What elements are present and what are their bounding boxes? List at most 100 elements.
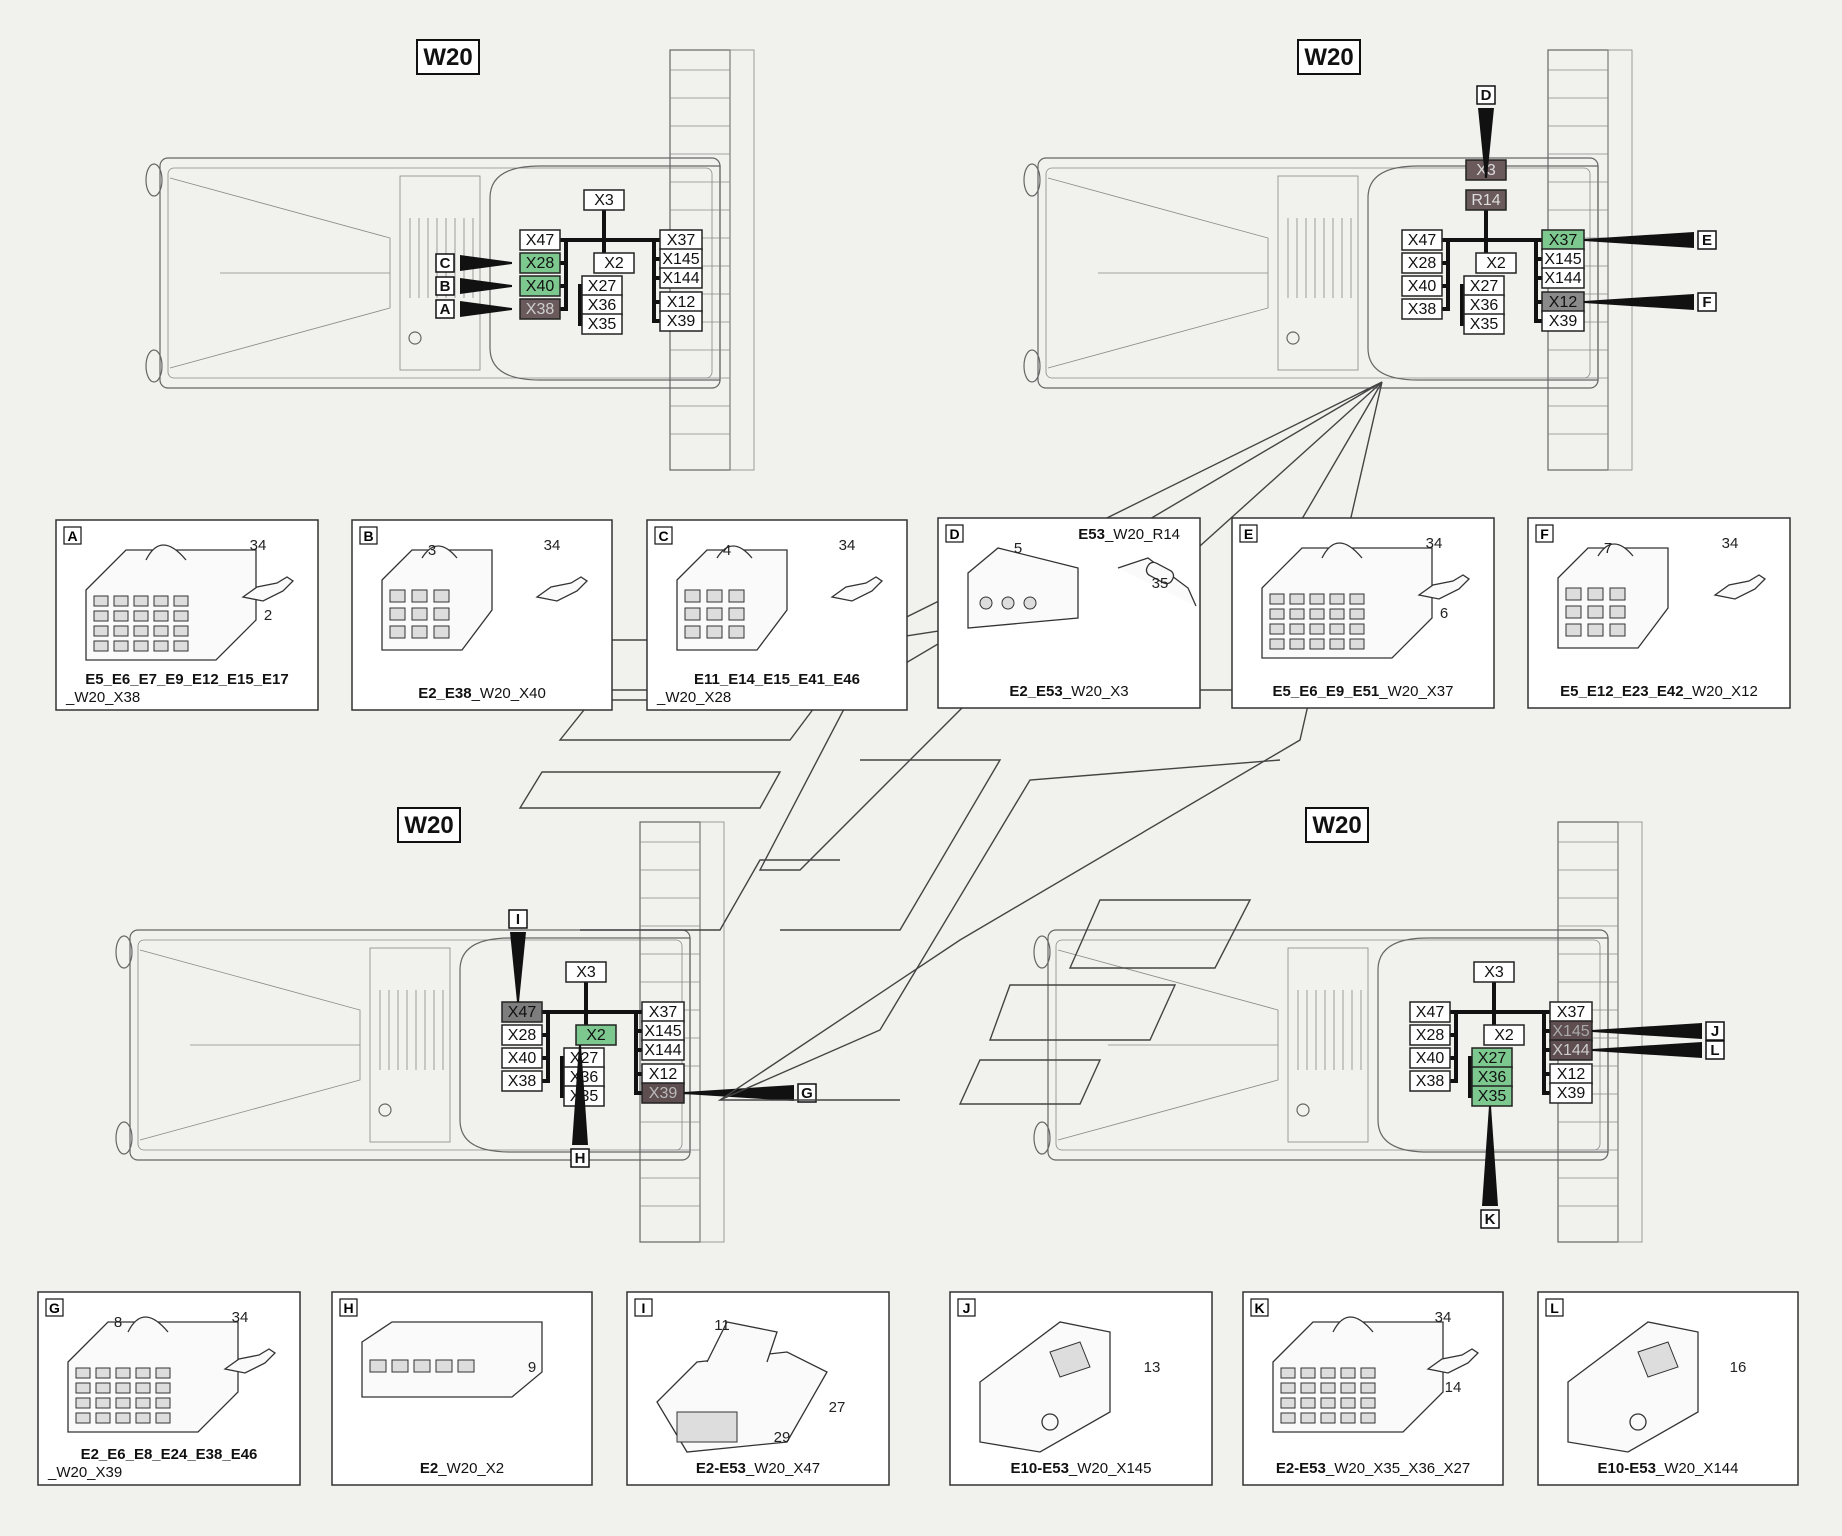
- connector-x12-label: X12: [1557, 1066, 1586, 1083]
- connector-x28: X28: [1401, 252, 1443, 274]
- callout-letter-box: [435, 299, 455, 319]
- view-title-box: [1305, 807, 1369, 843]
- pin-cavity: [1289, 608, 1305, 620]
- callout-letter: G: [801, 1085, 813, 1102]
- panel-caption: E2_E38_W20_X40: [418, 685, 546, 702]
- callout-letter: F: [1702, 294, 1711, 311]
- connector-x12: X12: [1549, 1063, 1593, 1085]
- part-number: 34: [1722, 535, 1739, 552]
- connector-x38: X38: [501, 1070, 543, 1092]
- latch: [127, 1316, 169, 1333]
- callout-letter: B: [440, 278, 451, 295]
- connector-x145-label: X145: [1544, 251, 1581, 268]
- connector-x47: X47: [501, 1001, 543, 1023]
- connector-x28-label: X28: [1416, 1027, 1445, 1044]
- connector-x35-label: X35: [1470, 316, 1499, 333]
- connector-x27: X27: [563, 1047, 605, 1069]
- connector-x3: X3: [1473, 961, 1515, 983]
- pin-cavity: [1280, 1382, 1296, 1394]
- pin-cavity: [155, 1412, 171, 1424]
- pin-cavity: [1289, 638, 1305, 650]
- panel-letter: G: [49, 1300, 60, 1316]
- connector-x39: X39: [1549, 1082, 1593, 1104]
- panel-letter-box: [359, 526, 378, 545]
- panel-caption-line2: _W20_X28: [656, 689, 731, 706]
- panel-caption: E5_E12_E23_E42_W20_X12: [1560, 683, 1758, 700]
- callout-letter: L: [1710, 1042, 1719, 1059]
- connector-x37: X37: [659, 229, 703, 251]
- connector-x40-label: X40: [508, 1050, 537, 1067]
- view-title: W20: [423, 44, 472, 71]
- connector-x38-box: [1401, 298, 1443, 320]
- connector-x144: X144: [641, 1039, 685, 1061]
- harness-views: W20X3X47X28X40X38X2X27X36X35X37X145X144X…: [115, 39, 1725, 1243]
- connector-x3-box: [565, 961, 607, 983]
- part-number: 34: [839, 537, 856, 554]
- connector-x144: X144: [1549, 1039, 1593, 1061]
- hood-panel: [1277, 175, 1359, 371]
- connector-x35: X35: [1463, 313, 1505, 335]
- pin-cavity: [1609, 587, 1626, 601]
- panel-letter-box: [45, 1298, 64, 1317]
- pin-cavity: [389, 589, 406, 603]
- pointer-arrow: [1592, 1042, 1702, 1058]
- pin-cavity: [1280, 1367, 1296, 1379]
- callout-letter: D: [1481, 87, 1492, 104]
- part-number: 34: [544, 537, 561, 554]
- connector-x145: X145: [641, 1020, 685, 1042]
- pin-cavity: [1269, 623, 1285, 635]
- pin-cavity: [728, 625, 745, 639]
- callout-letter-box: [797, 1083, 817, 1103]
- boom-rail: [1607, 49, 1633, 471]
- part-number: 34: [232, 1309, 249, 1326]
- pointer-arrow: [460, 301, 512, 317]
- panel-caption-bold: E2: [420, 1460, 438, 1477]
- pin-cavity: [389, 607, 406, 621]
- pin-cavity: [433, 625, 450, 639]
- connector-x2: X2: [1475, 252, 1517, 274]
- connector-x38-label: X38: [1416, 1073, 1445, 1090]
- connector-x38: X38: [519, 298, 561, 320]
- connector-x2: X2: [575, 1024, 617, 1046]
- connector-x40-box: [519, 275, 561, 297]
- pin-cavity: [728, 589, 745, 603]
- part-number: 34: [1435, 1309, 1452, 1326]
- leader-line: [780, 759, 1002, 931]
- connector-x37-label: X37: [667, 232, 696, 249]
- connector-x3-box: [1473, 961, 1515, 983]
- panel-letter: J: [963, 1300, 971, 1316]
- part-number: 6: [1440, 605, 1448, 622]
- connector-r14-box: [1465, 189, 1507, 211]
- connector-x144-label: X144: [1552, 1042, 1589, 1059]
- view-title: W20: [404, 812, 453, 839]
- connector-x36-label: X36: [588, 297, 617, 314]
- connector-x47-label: X47: [1408, 232, 1437, 249]
- connector-x12-label: X12: [1549, 294, 1578, 311]
- panel-caption-bold: E2_E38: [418, 685, 471, 702]
- connector-x145: X145: [659, 248, 703, 270]
- connector-x145: X145: [1541, 248, 1585, 270]
- panel-caption-bold: E2_E6_E8_E24_E38_E46: [81, 1446, 258, 1463]
- connector-x39-label: X39: [649, 1085, 678, 1102]
- pointer-arrow: [1584, 294, 1694, 310]
- panel-caption: E10-E53_W20_X145: [1011, 1460, 1152, 1477]
- callout-letter-box: [1476, 85, 1496, 105]
- panel-caption: E2_E53_W20_X3: [1009, 683, 1128, 700]
- harness-view-3: W20X3X47X28X40X38X2X27X36X35X37X145X144X…: [115, 807, 817, 1243]
- connector-x35: X35: [1471, 1085, 1513, 1107]
- latch: [1597, 543, 1634, 557]
- connector-x39-box: [1541, 310, 1585, 332]
- callout-letter: A: [440, 301, 451, 318]
- part-number: 13: [1144, 1359, 1161, 1376]
- fuel-cap: [408, 331, 422, 345]
- part-number: 29: [774, 1429, 791, 1446]
- pin-cavity: [95, 1382, 111, 1394]
- connector-x28-label: X28: [508, 1027, 537, 1044]
- pointer-arrow: [510, 932, 526, 1002]
- panel-letter-box: [63, 526, 82, 545]
- pin-cavity: [391, 1359, 409, 1373]
- connector-x37-label: X37: [1557, 1004, 1586, 1021]
- connector-x3-label: X3: [594, 192, 614, 209]
